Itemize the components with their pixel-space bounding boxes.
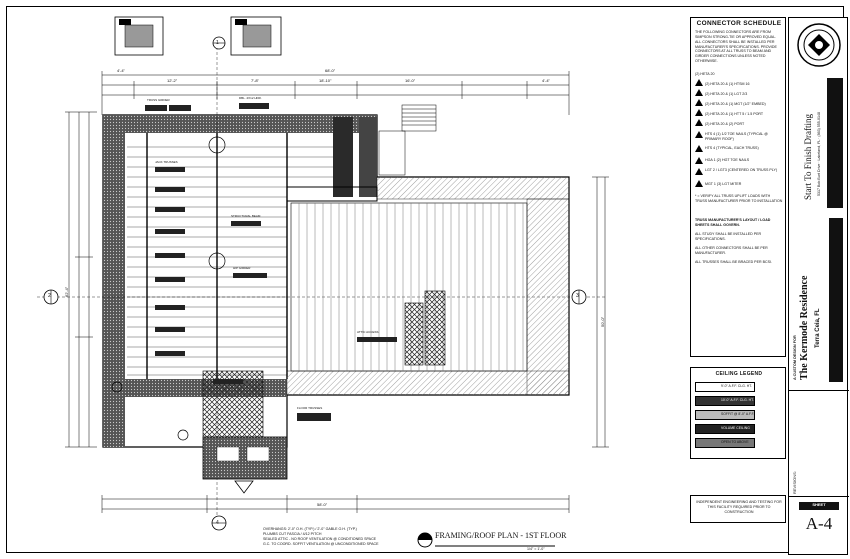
connector-item-7: HTS 4 (TYPICAL, EACH TRUSS)	[705, 146, 759, 150]
callout-beam: STRUCTURAL BEAM	[231, 214, 261, 218]
firm-seal-icon	[797, 23, 841, 67]
engineer-note-box: INDEPENDENT ENGINEERING AND TESTING FOR …	[690, 495, 786, 523]
north-arrow-icon	[417, 532, 433, 548]
callout-header: DBL. 2X12 HDR.	[239, 96, 262, 100]
header-beam-2	[359, 117, 377, 197]
firm-name: Start To Finish Drafting	[803, 114, 813, 200]
connector-schedule: CONNECTOR SCHEDULE THE FOLLOWING CONNECT…	[690, 17, 786, 357]
section-marker-bottom	[177, 429, 227, 531]
residence-sub: A CUSTOM DESIGN FOR	[793, 335, 797, 380]
connector-triangle-icons	[695, 79, 703, 187]
left-dimension-lines	[65, 111, 97, 448]
general-note-0: TRUSS MANUFACTURER'S LAYOUT / LOAD SHEET…	[695, 218, 771, 227]
attic-access-2	[424, 290, 446, 366]
section-marker-top	[212, 36, 226, 50]
drawing-sheet: 4'-4" 12'-2" 7'-8" 18'-10" 16'-0" 4'-4" …	[6, 6, 849, 555]
firm-dark-band	[827, 78, 843, 208]
section-label-left: 2	[48, 293, 51, 299]
plan-title: FRAMING/ROOF PLAN - 1ST FLOOR	[435, 531, 567, 540]
legend-item-2: SOFFIT @ 8'-0" A.F.F.	[721, 412, 755, 416]
framing-plan	[37, 16, 609, 548]
firm-details: 5317 Bob Burt Drive · Lakeland, FL · (86…	[817, 112, 821, 196]
engineer-note: INDEPENDENT ENGINEERING AND TESTING FOR …	[696, 500, 782, 514]
dim-top-a: 4'-4"	[117, 68, 125, 73]
connector-item-8: HGA 1 (2) HGT TOE NAILS	[705, 158, 750, 162]
legend-swatch-0	[695, 382, 755, 392]
connector-item-2: (2) HETA 20 & (1) LGT 2/3	[705, 92, 748, 96]
connector-item-4: (2) HETA 20 & (1) HTT 5 / 1.5 PORT	[705, 112, 764, 116]
right-dimension-lines	[592, 176, 609, 448]
connector-item-5: (2) HETA 20 & (2) PORT	[705, 122, 745, 126]
section-marker-left	[43, 289, 59, 305]
dim-top-d: 18'-10"	[319, 78, 332, 83]
section-marker-right	[571, 289, 587, 305]
connector-item-10: MGT 1 (3) LGT MITER	[705, 182, 742, 186]
dim-bottom-overall: 58'-0"	[317, 502, 328, 507]
callout-floor-trusses: FLOOR TRUSSES	[297, 406, 323, 410]
callout-truss-girder: TRUSS GIRDER	[147, 98, 170, 102]
connector-item-0: (2) HETA 20	[695, 72, 715, 76]
divider-1	[789, 390, 849, 391]
legend-item-3: VOLUME CEILING	[721, 426, 750, 430]
legend-item-0: 9'-0" A.F.F. CLG. HT.	[721, 384, 752, 388]
section-label-top: 1	[216, 40, 219, 46]
general-note-2: ALL OTHER CONNECTORS SHALL BE PER MANUFA…	[695, 246, 768, 255]
callout-attic-access: ATTIC ACCESS	[357, 330, 379, 334]
general-note-3: ALL TRUSSES SHALL BE BRACED PER BCSI.	[695, 260, 772, 264]
connector-item-1: (2) HETA 20 & (1) HTSM 16	[705, 82, 750, 86]
section-label-right: 3	[576, 293, 579, 299]
connector-schedule-footer: * = VERIFY ALL TRUSS UPLIFT LOADS WITH T…	[695, 194, 783, 203]
legend-item-1: 10'-0" A.F.F. CLG. HT.	[721, 398, 754, 402]
title-block: CONNECTOR SCHEDULE THE FOLLOWING CONNECT…	[690, 15, 850, 555]
general-note-1: ALL STUDY SHALL BE INSTALLED PER SPECIFI…	[695, 232, 762, 241]
plan-scale: 1/4" = 1'-0"	[527, 547, 545, 551]
sheet-number: A-4	[805, 514, 833, 533]
key-plan-1	[114, 16, 164, 56]
key-plan-2	[230, 16, 282, 56]
exterior-stair	[378, 104, 437, 176]
plan-note-1: OVERHANGS: 2'-0" O.H. (TYP.) / 2'-0" GAB…	[263, 527, 357, 531]
residence-location: Terra Ceia, FL	[815, 308, 821, 348]
residence-name: The Kermode Residence	[799, 275, 810, 380]
dim-top-b: 12'-2"	[167, 78, 178, 83]
connector-item-3: (2) HETA 20 & (1) MGT (1/2" EMBED)	[705, 102, 766, 106]
legend-swatch-4	[695, 438, 755, 448]
legend-swatch-2	[695, 410, 755, 420]
plan-note-2: PLUMBS CUT FASCIA / 4/12 PITCH	[263, 532, 322, 536]
dim-top-e: 16'-0"	[405, 78, 416, 83]
connector-item-6: HTS 4 (1) 1/2 TOE NAILS (TYPICAL @ PRIMA…	[705, 132, 768, 141]
sheet-label: SHEET	[812, 502, 826, 507]
attic-access-1	[404, 302, 424, 366]
legend-item-4: OPEN TO ABOVE	[721, 440, 749, 444]
column-markers	[111, 136, 226, 393]
dim-right-overall: 50'-0"	[600, 316, 605, 327]
connector-schedule-title: CONNECTOR SCHEDULE	[696, 20, 782, 27]
callout-labels	[145, 103, 397, 421]
header-beam-1	[333, 117, 353, 197]
legend-swatch-1	[695, 396, 755, 406]
bottom-dimension-lines	[101, 495, 570, 513]
right-overhang	[286, 176, 570, 396]
connector-item-9: LGT 2 / LGT3 (CENTERED ON TRUSS PLY)	[705, 168, 778, 172]
left-wing-trusses	[127, 146, 347, 376]
plan-note-3: SEALED ATTIC - NO ROOF VENTILATION @ CON…	[263, 537, 377, 541]
dim-left-overall: 62'-4"	[64, 286, 69, 297]
callout-jack-trusses: JACK TRUSSES	[155, 160, 178, 164]
ceiling-legend-title: CEILING LEGEND	[715, 371, 763, 377]
project-column: Start To Finish Drafting 5317 Bob Burt D…	[788, 17, 849, 555]
project-dark-band	[829, 218, 843, 382]
legend-swatch-3	[695, 424, 755, 434]
dim-top-c: 7'-8"	[251, 78, 259, 83]
divider-2	[789, 496, 849, 497]
sheet-label-bg	[799, 502, 839, 510]
dim-top-f: 4'-4"	[542, 78, 550, 83]
connector-schedule-notes: THE FOLLOWING CONNECTORS ARE FROM SIMPSO…	[695, 30, 777, 64]
top-dimension-lines	[101, 71, 570, 115]
revisions-label: REVISIONS:	[792, 471, 797, 494]
dim-top-overall: 68'-0"	[325, 68, 336, 73]
section-label-bottom: 4	[216, 520, 219, 526]
ceiling-legend: CEILING LEGEND 9'-0" A.F.F. CLG. HT. 10'…	[690, 367, 786, 459]
plan-note-4: G.C. TO COORD. SOFFIT VENTILATION @ UNCO…	[263, 542, 379, 546]
callout-hip-girder: HIP GIRDER	[233, 266, 251, 270]
